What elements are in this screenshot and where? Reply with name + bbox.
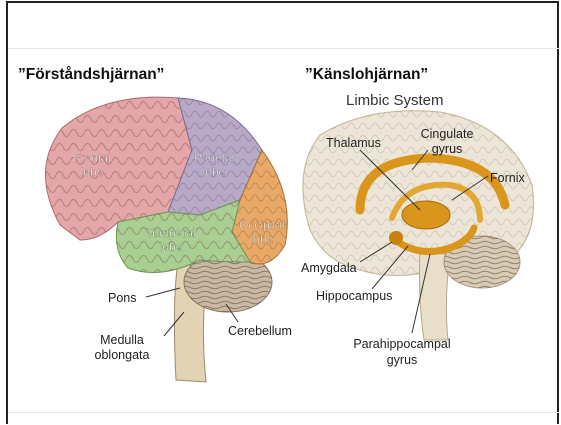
thalamus-shape <box>402 201 450 229</box>
label-hippocampus: Hippocampus <box>316 289 392 303</box>
label-fornix: Fornix <box>490 171 525 185</box>
label-amygdala: Amygdala <box>301 261 357 275</box>
label-thalamus: Thalamus <box>326 136 381 150</box>
